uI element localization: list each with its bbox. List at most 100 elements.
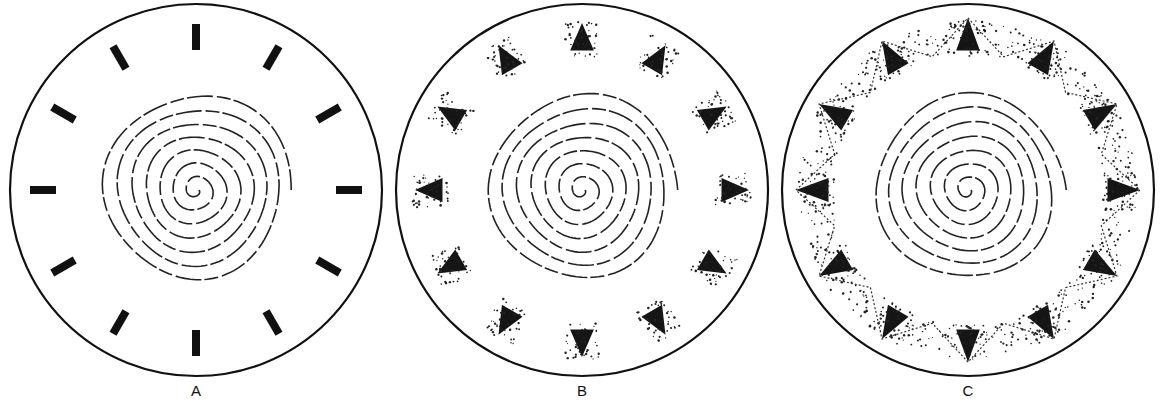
stipple-dot [458,248,460,250]
stipple-dot [749,192,751,194]
stipple-dot [802,179,804,181]
stipple-dot [673,49,675,51]
stipple-dot [1128,230,1130,232]
stipple-dot [953,37,955,39]
stipple-dot [716,119,718,121]
stipple-dot [458,271,459,272]
stipple-dot [1033,43,1035,45]
stipple-dot [956,346,958,348]
stipple-dot [1065,51,1067,53]
stipple-dot [1107,189,1109,191]
stipple-dot [456,259,458,261]
stipple-dot [640,62,642,64]
stipple-dot [888,316,889,317]
stipple-dot [912,325,913,326]
stipple-dot [877,65,879,67]
stipple-dot [912,328,913,329]
stipple-dot [928,338,929,339]
stipple-dot [983,331,985,333]
stipple-dot [824,249,826,251]
stipple-dot [1028,316,1029,317]
stipple-dot [829,251,830,252]
stipple-dot [1113,210,1114,211]
stipple-dot [418,200,420,202]
stipple-dot [728,184,729,185]
stipple-dot [824,204,826,206]
stipple-dot [446,266,448,268]
stipple-dot [829,194,831,196]
stipple-dot [672,63,673,64]
stipple-dot [1084,307,1086,309]
stipple-dot [1029,40,1031,42]
stipple-dot [954,24,956,26]
stipple-dot [868,52,870,54]
stipple-dot [730,259,732,261]
stipple-dot [727,188,729,190]
stipple-dot [1035,311,1037,313]
stipple-dot [1038,330,1040,332]
stipple-dot [1110,280,1112,282]
stipple-dot [986,334,987,335]
stipple-dot [982,26,983,27]
stipple-dot [1116,224,1118,226]
stipple-dot [512,61,515,64]
stipple-dot [1082,106,1083,107]
stipple-dot [1036,70,1038,72]
wedge-mark [697,249,727,273]
stipple-dot [643,69,645,71]
stipple-dot [492,58,494,60]
stipple-dot [646,54,648,56]
stipple-dot [435,268,438,271]
stipple-dot [502,53,504,55]
stipple-dot [1098,102,1099,103]
stipple-dot [712,266,714,268]
stipple-dot [1057,294,1060,297]
stipple-dot [880,313,882,315]
stipple-dot [860,315,862,317]
stipple-dot [884,76,885,77]
stipple-dot [953,27,955,29]
stipple-dot [978,338,979,339]
stipple-dot [1065,72,1067,74]
wedge-mark [415,178,443,202]
stipple-dot [1040,336,1043,339]
stipple-dot [453,129,456,132]
stipple-dot [1120,160,1122,162]
stipple-dot [962,25,964,27]
stipple-dot [492,45,494,47]
stipple-dot [1105,113,1107,115]
stipple-dot [840,253,842,255]
stipple-dot [719,96,721,98]
stipple-dot [636,311,638,313]
stipple-dot [581,28,583,30]
stipple-dot [1000,341,1002,343]
stipple-dot [1103,260,1105,262]
stipple-dot [584,341,587,344]
stipple-dot [828,185,829,186]
stipple-dot [983,351,985,353]
stipple-dot [452,281,454,283]
stipple-dot [1093,130,1095,132]
stipple-dot [971,344,973,346]
stipple-dot [466,271,468,273]
stipple-dot [1029,42,1031,44]
stipple-dot [1017,43,1019,45]
stipple-dot [1048,334,1050,336]
stipple-dot [852,93,855,96]
stipple-dot [595,342,596,343]
stipple-dot [1105,181,1107,183]
stipple-dot [1012,334,1014,336]
stipple-dot [575,354,577,356]
section-outline [10,4,382,376]
stipple-dot [701,102,703,104]
stipple-dot [810,243,813,246]
stipple-dot [822,174,824,176]
stipple-dot [1042,318,1044,320]
section-outline [782,4,1154,376]
stipple-dot [832,127,834,129]
stipple-dot [1077,289,1079,291]
stipple-dot [750,196,752,198]
stipple-dot [1117,132,1119,134]
stipple-dot [510,339,512,341]
